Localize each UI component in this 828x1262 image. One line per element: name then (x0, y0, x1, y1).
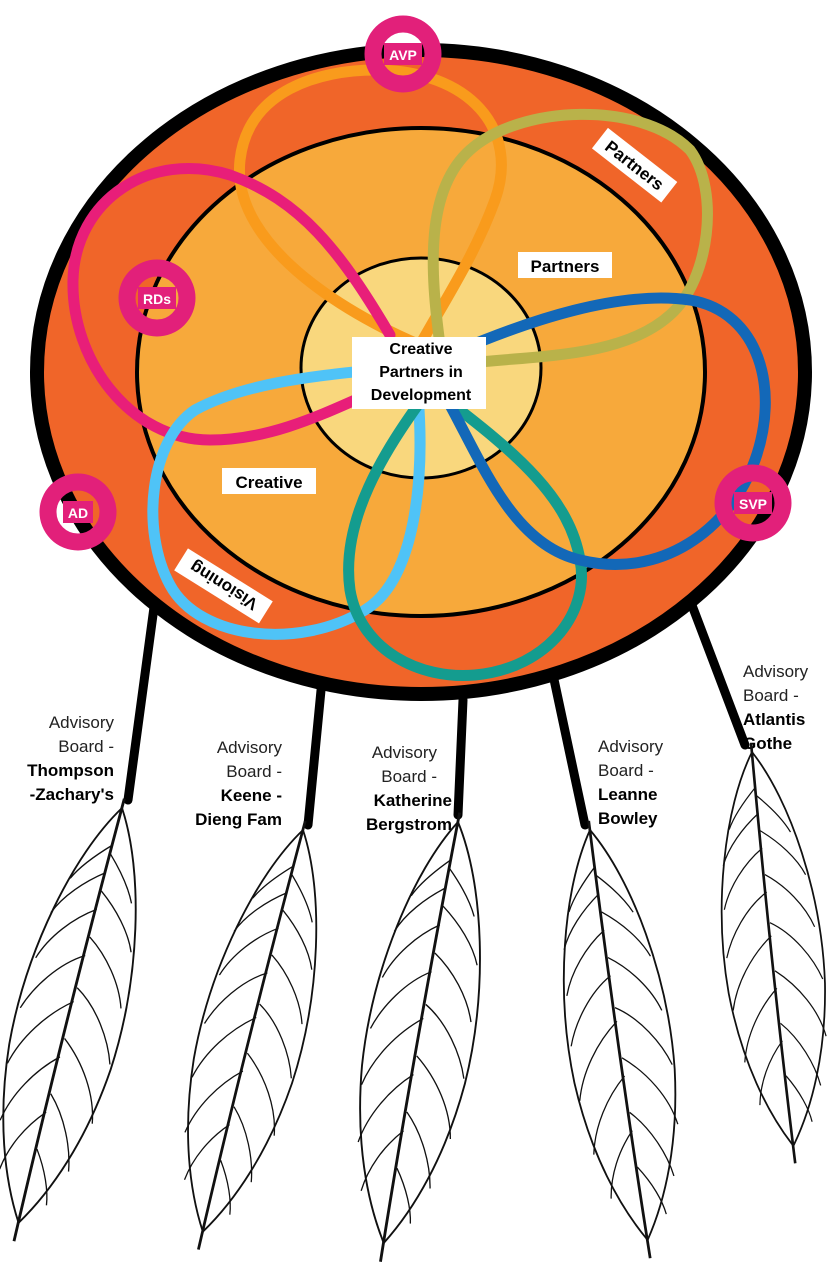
advisory-2-line-1: Advisory (217, 738, 283, 757)
advisory-4-line-2: Board - (598, 761, 654, 780)
advisory-3-line-2: Board - (381, 767, 437, 786)
advisory-1-name-2: -Zachary's (30, 785, 114, 804)
center-label: Creative Partners in Development (352, 337, 486, 409)
advisory-board-5: Advisory Board - Atlantis Gothe (743, 662, 809, 753)
feather-2 (148, 809, 355, 1262)
advisory-board-4: Advisory Board - Leanne Bowley (598, 737, 664, 828)
feather-1 (0, 786, 176, 1254)
advisory-4-name-1: Leanne (598, 785, 658, 804)
advisory-4-name-2: Bowley (598, 809, 658, 828)
advisory-1-line-1: Advisory (49, 713, 115, 732)
advisory-2-line-2: Board - (226, 762, 282, 781)
ring-label-partners-inner-text: Partners (531, 257, 600, 276)
advisory-5-line-2: Board - (743, 686, 799, 705)
svp-label: SVP (739, 496, 767, 512)
center-line-3: Development (371, 387, 472, 404)
advisory-5-line-1: Advisory (743, 662, 809, 681)
advisory-board-2: Advisory Board - Keene - Dieng Fam (195, 738, 282, 829)
ring-label-creative: Creative (222, 468, 316, 494)
feather-4 (538, 814, 702, 1262)
feather-3 (328, 803, 512, 1262)
advisory-board-3: Advisory Board - Katherine Bergstrom (366, 743, 452, 834)
advisory-3-line-1: Advisory (372, 743, 438, 762)
advisory-2-name-1: Keene - (221, 786, 282, 805)
advisory-board-1: Advisory Board - Thompson -Zachary's (27, 713, 114, 804)
ad-label: AD (68, 505, 88, 521)
advisory-3-name-1: Katherine (374, 791, 452, 810)
avp-label: AVP (389, 47, 417, 63)
feather-5 (702, 738, 828, 1168)
advisory-3-name-2: Bergstrom (366, 815, 452, 834)
center-line-1: Creative (389, 341, 452, 358)
center-line-2: Partners in (379, 364, 463, 381)
advisory-2-name-2: Dieng Fam (195, 810, 282, 829)
advisory-1-line-2: Board - (58, 737, 114, 756)
ring-label-creative-text: Creative (235, 473, 302, 492)
advisory-4-line-1: Advisory (598, 737, 664, 756)
advisory-5-name-1: Atlantis (743, 710, 805, 729)
rds-label: RDs (143, 291, 171, 307)
ring-label-partners-inner: Partners (518, 252, 612, 278)
advisory-1-name-1: Thompson (27, 761, 114, 780)
